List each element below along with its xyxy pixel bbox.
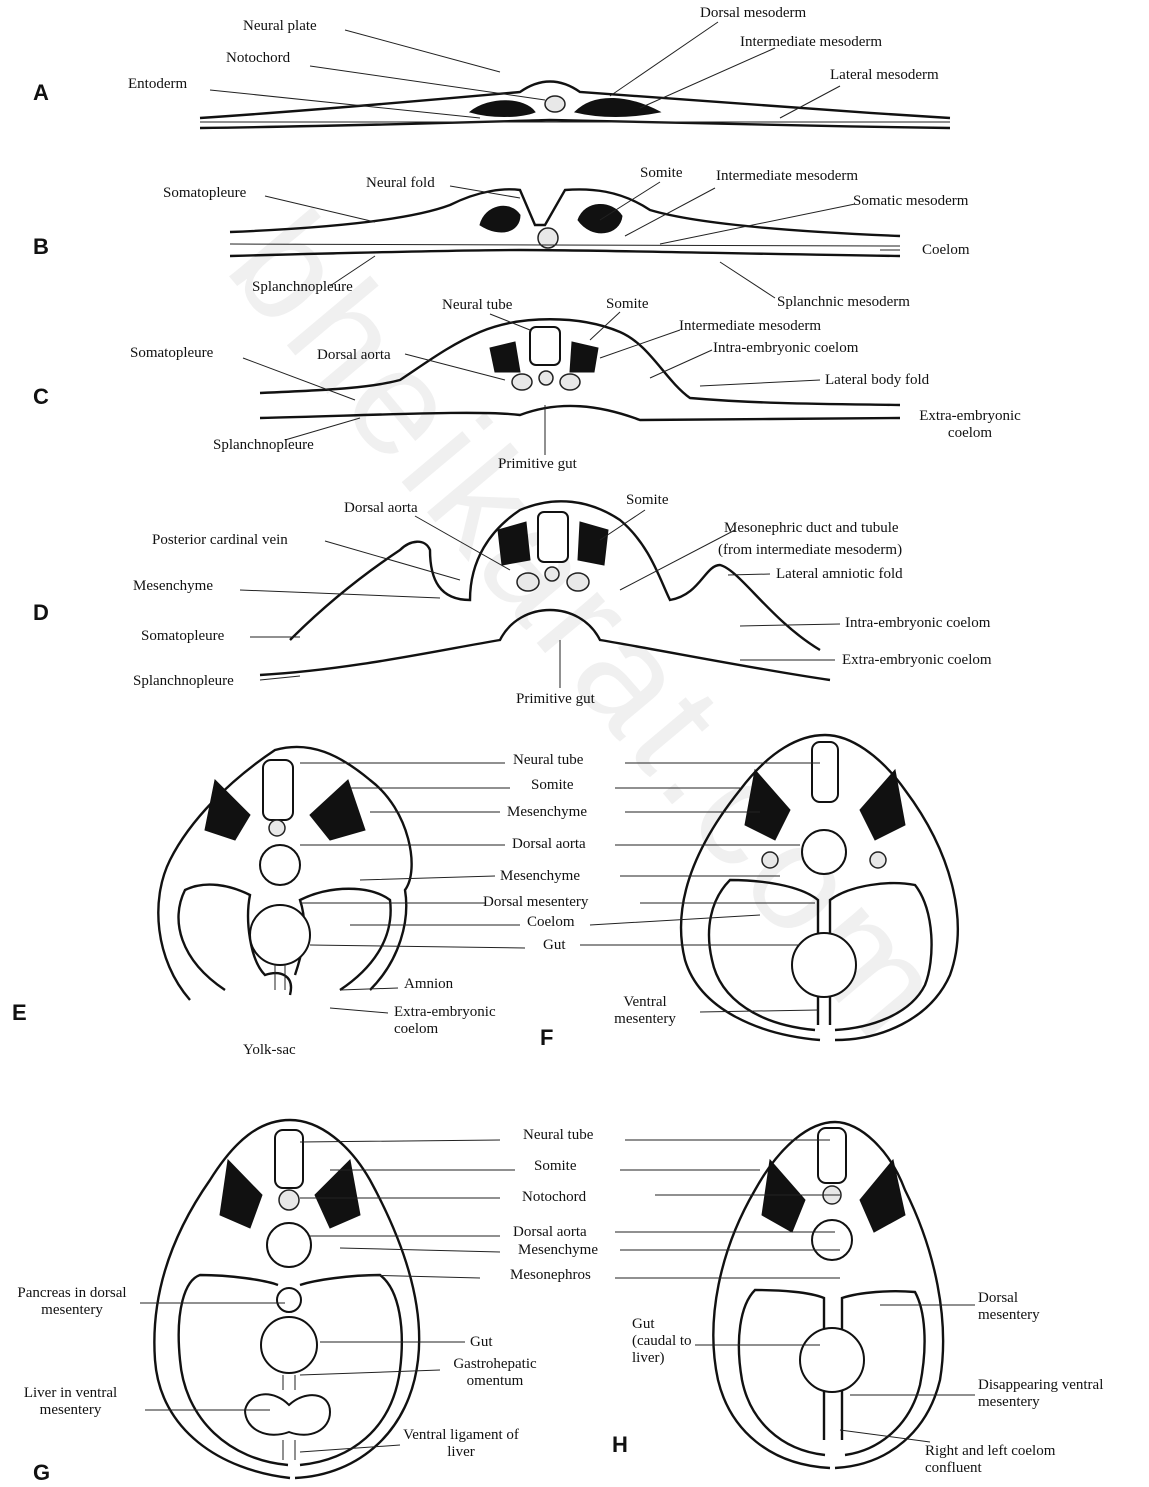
- label-amnion: Amnion: [404, 976, 453, 993]
- label-mesonephric-duct: Mesonephric duct and tubule: [724, 520, 899, 537]
- label-dorsal-aorta-d: Dorsal aorta: [344, 500, 418, 517]
- label-mesenchyme-d: Mesenchyme: [133, 578, 213, 595]
- label-somatopleure-c: Somatopleure: [130, 345, 213, 362]
- label-somatopleure-d: Somatopleure: [141, 628, 224, 645]
- panel-label-c: C: [33, 384, 49, 410]
- label-gut-g: Gut: [470, 1334, 493, 1351]
- panel-label-f: F: [540, 1025, 553, 1051]
- label-neural-fold: Neural fold: [366, 175, 435, 192]
- section-e-drawing: [158, 747, 411, 1000]
- panel-label-b: B: [33, 234, 49, 260]
- label-extra-embryonic-coelom-e: Extra-embryonic coelom: [394, 1004, 534, 1038]
- label-coelom-b: Coelom: [922, 242, 970, 259]
- panel-label-h: H: [612, 1432, 628, 1458]
- label-intermediate-mesoderm-a: Intermediate mesoderm: [740, 34, 882, 51]
- label-mesenchyme-ef: Mesenchyme: [507, 804, 587, 821]
- label-lateral-amniotic-fold: Lateral amniotic fold: [776, 566, 903, 583]
- label-intra-embryonic-coelom-d: Intra-embryonic coelom: [845, 615, 990, 632]
- label-ventral-mesentery: Ventral mesentery: [605, 994, 685, 1028]
- label-primitive-gut-d: Primitive gut: [516, 691, 595, 708]
- label-splanchnic-mesoderm: Splanchnic mesoderm: [777, 294, 910, 311]
- label-somite-gh: Somite: [534, 1158, 577, 1175]
- section-g-drawing: [154, 1120, 419, 1478]
- label-liver-ventral-mesentery: Liver in ventral mesentery: [8, 1385, 133, 1419]
- panel-label-e: E: [12, 1000, 27, 1026]
- section-h-drawing: [713, 1122, 943, 1468]
- label-somatopleure-b: Somatopleure: [163, 185, 246, 202]
- label-ventral-ligament-liver: Ventral ligament of liver: [396, 1427, 526, 1461]
- label-coelom-ef: Coelom: [527, 914, 575, 931]
- label-lateral-mesoderm: Lateral mesoderm: [830, 67, 939, 84]
- label-intra-embryonic-coelom-c: Intra-embryonic coelom: [713, 340, 858, 357]
- label-somatic-mesoderm: Somatic mesoderm: [853, 193, 968, 210]
- label-extra-embryonic-coelom-d: Extra-embryonic coelom: [842, 652, 992, 669]
- label-gut-caudal-to-liver: Gut (caudal to liver): [632, 1316, 696, 1367]
- label-intermediate-mesoderm-c: Intermediate mesoderm: [679, 318, 821, 335]
- label-notochord-gh: Notochord: [522, 1189, 586, 1206]
- label-mesonephros: Mesonephros: [510, 1267, 591, 1284]
- label-dorsal-aorta-c: Dorsal aorta: [317, 347, 391, 364]
- label-disappearing-ventral-mesentery: Disappearing ventral mesentery: [978, 1377, 1138, 1411]
- label-yolk-sac: Yolk-sac: [243, 1042, 296, 1059]
- label-dorsal-mesoderm: Dorsal mesoderm: [700, 5, 806, 22]
- label-extra-embryonic-coelom-c: Extra-embryonic coelom: [905, 408, 1035, 442]
- label-right-left-coelom-confluent: Right and left coelom confluent: [925, 1443, 1065, 1477]
- panel-label-a: A: [33, 80, 49, 106]
- label-entoderm: Entoderm: [128, 76, 187, 93]
- label-notochord: Notochord: [226, 50, 290, 67]
- label-neural-plate: Neural plate: [243, 18, 317, 35]
- panel-label-d: D: [33, 600, 49, 626]
- label-neural-tube-gh: Neural tube: [523, 1127, 593, 1144]
- label-somite-d: Somite: [626, 492, 669, 509]
- label-intermediate-mesoderm-b: Intermediate mesoderm: [716, 168, 858, 185]
- label-mesonephric-note: (from intermediate mesoderm): [718, 542, 902, 559]
- label-dorsal-mesentery-ef: Dorsal mesentery: [483, 894, 588, 911]
- section-b-leaders: [265, 182, 900, 298]
- label-posterior-cardinal-vein: Posterior cardinal vein: [152, 532, 288, 549]
- panel-label-g: G: [33, 1460, 50, 1486]
- label-neural-tube-ef: Neural tube: [513, 752, 583, 769]
- label-somite-b: Somite: [640, 165, 683, 182]
- label-mesenchyme-gh: Mesenchyme: [518, 1242, 598, 1259]
- label-somite-ef: Somite: [531, 777, 574, 794]
- label-dorsal-aorta-ef: Dorsal aorta: [512, 836, 586, 853]
- label-mesenchyme2-ef: Mesenchyme: [500, 868, 580, 885]
- label-lateral-body-fold: Lateral body fold: [825, 372, 929, 389]
- label-dorsal-aorta-gh: Dorsal aorta: [513, 1224, 587, 1241]
- label-neural-tube-c: Neural tube: [442, 297, 512, 314]
- label-splanchnopleure-d: Splanchnopleure: [133, 673, 234, 690]
- section-b-drawing: [230, 189, 900, 256]
- section-f-drawing: [681, 735, 958, 1040]
- label-splanchnopleure-b: Splanchnopleure: [252, 279, 353, 296]
- label-splanchnopleure-c: Splanchnopleure: [213, 437, 314, 454]
- label-somite-c: Somite: [606, 296, 649, 313]
- section-ef-leaders: [300, 763, 820, 1013]
- label-gut-ef: Gut: [543, 937, 566, 954]
- label-pancreas: Pancreas in dorsal mesentery: [2, 1285, 142, 1319]
- label-primitive-gut-c: Primitive gut: [498, 456, 577, 473]
- label-dorsal-mesentery-h: Dorsal mesentery: [978, 1290, 1068, 1324]
- section-a-drawing: [200, 82, 950, 129]
- label-gastrohepatic-omentum: Gastrohepatic omentum: [440, 1356, 550, 1390]
